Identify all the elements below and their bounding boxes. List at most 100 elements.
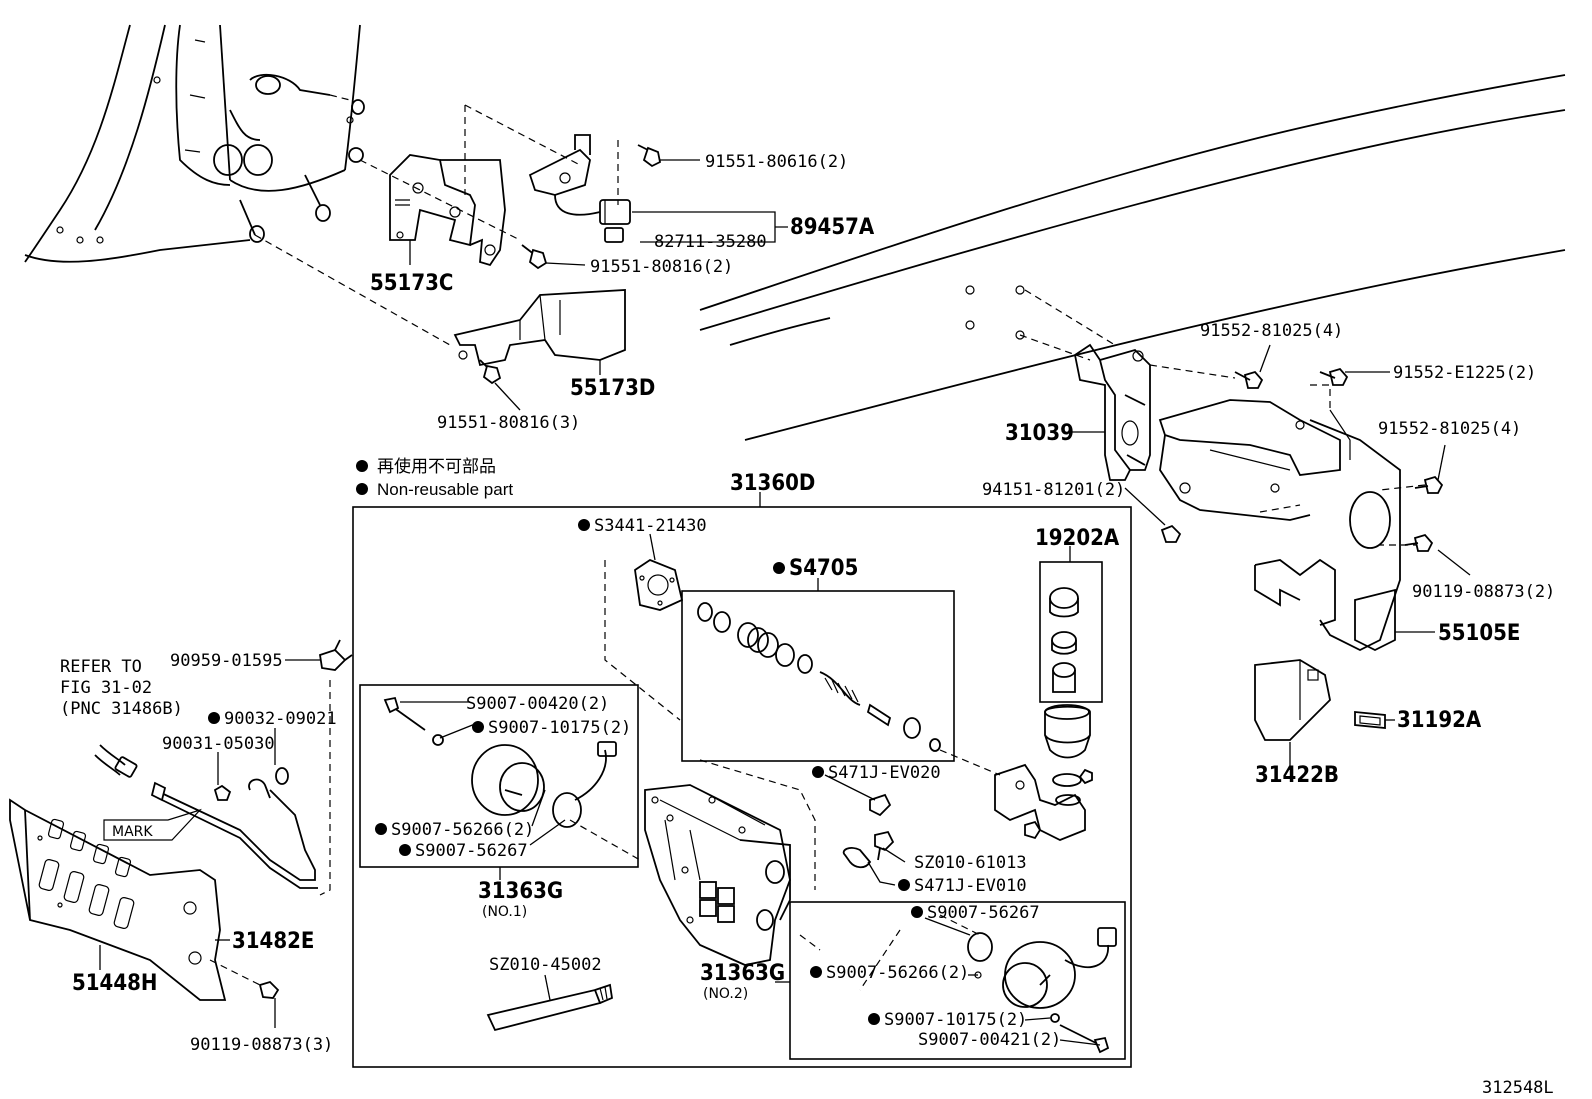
sensor-89457A-drawing [528,134,631,243]
left-leaders [217,728,276,785]
legend-en-text: Non-reusable part [377,480,513,499]
mark-callout: MARK [103,808,202,841]
bracket-31039-drawing [1073,343,1151,481]
bullet-S4705 [773,562,785,574]
label-S9007-56266-b: S9007-56266(2) [826,963,969,983]
legend: 再使用不可部品 Non-reusable part [356,456,513,499]
label-55173C: 55173C [370,271,453,296]
kit-31360D-box [352,492,1132,1068]
label-SZ010-61013: SZ010-61013 [914,853,1027,873]
transmission-housing-drawing [24,24,365,263]
label-19202A: 19202A [1035,526,1120,551]
top-leaders [409,159,788,411]
label-90119-08873-2: 90119-08873(2) [1412,582,1555,602]
legend-jp-text: 再使用不可部品 [377,456,496,476]
label-82711-35280: 82711-35280 [654,232,767,252]
bracket-55173C-drawing [389,154,506,267]
solenoid-31363G-no2-drawing [859,914,1117,1054]
label-S9007-56267-b: S9007-56267 [927,903,1040,923]
label-89457A: 89457A [790,215,875,240]
bullet-90032-09021 [208,712,220,724]
bracket-55105E-drawing [1158,384,1426,652]
hose-fitting-drawing [94,744,138,778]
mark-label: MARK [112,824,153,840]
label-90119-08873-3: 90119-08873(3) [190,1035,333,1055]
label-91551-80816-2: 91551-80816(2) [590,257,733,277]
legend-bullet-en [356,483,368,495]
pipe-31482E-drawing [150,680,331,896]
label-S4705: S4705 [789,556,858,581]
label-31422B: 31422B [1255,763,1339,788]
valve-body-drawing [644,784,791,966]
label-91551-80616: 91551-80616(2) [705,152,848,172]
label-91552-81025-a: 91552-81025(4) [1200,321,1343,341]
label-S3441-21430: S3441-21430 [594,516,707,536]
label-90032-09021: 90032-09021 [224,709,337,729]
bolt-91551-80816-2-drawing [521,244,548,270]
label-91551-80816-3: 91551-80816(3) [437,413,580,433]
label-31363G-no2-sub: (NO.2) [703,986,748,1002]
gasket-S3441-21430-drawing [634,533,684,611]
refer-line1: REFER TO [60,657,142,677]
sealant-tube-SZ010-45002-drawing [486,974,613,1032]
clip-S471J-EV020-drawing [824,774,892,817]
label-S9007-10175-b: S9007-10175(2) [884,1010,1027,1030]
label-S9007-56266-a: S9007-56266(2) [391,820,534,840]
label-S9007-00421: S9007-00421(2) [918,1030,1061,1050]
solenoid-31363G-no2-box [775,901,1126,1060]
bolt-91551-80816-3-drawing [479,359,502,385]
label-S471J-EV010: S471J-EV010 [914,876,1027,896]
bullet-S9007-56266-a [375,823,387,835]
top-guide-lines [254,94,619,346]
label-31363G-no2: 31363G [700,961,785,986]
fasteners-right-drawing [1160,367,1444,552]
label-31363G-no1: 31363G [478,879,563,904]
label-S9007-56267-a: S9007-56267 [415,841,528,861]
frame-rails-drawing [699,74,1566,441]
bullet-S9007-56267-b [911,906,923,918]
figure-id: 312548L [1482,1078,1554,1098]
kit-S4705-box [681,578,955,762]
label-90959-01595: 90959-01595 [170,651,283,671]
bolt-SZ010-61013-drawing [874,830,906,863]
label-91552-81025-b: 91552-81025(4) [1378,419,1521,439]
refer-line3: (PNC 31486B) [60,699,183,719]
labels: 91551-80616(2) 89457A 82711-35280 91551-… [60,152,1555,1098]
label-S9007-00420: S9007-00420(2) [466,694,609,714]
seals-19202A-drawing [1049,587,1079,693]
label-31192A: 31192A [1397,708,1482,733]
solenoid-31363G-no1-drawing [383,696,617,846]
bullet-S9007-10175-a [472,721,484,733]
label-94151-81201: 94151-81201(2) [982,480,1125,500]
right-leaders [1068,344,1471,770]
cover-31422B-drawing [1254,659,1331,741]
bullet-S471J-EV010 [898,879,910,891]
seal-31192A-drawing [1354,711,1386,729]
refer-line2: FIG 31-02 [60,678,152,698]
spool-parts-S4705-drawing [697,602,941,752]
bullet-S9007-10175-b [868,1013,880,1025]
legend-bullet-jp [356,460,368,472]
label-31363G-no1-sub: (NO.1) [482,904,527,920]
bullet-S471J-EV020 [812,766,824,778]
label-51448H: 51448H [72,971,157,996]
label-55173D: 55173D [570,376,655,401]
bullet-S9007-56267-a [399,844,411,856]
kit-19202A-box [1039,546,1103,703]
label-55105E: 55105E [1438,621,1520,646]
label-S471J-EV020: S471J-EV020 [828,763,941,783]
label-31482E: 31482E [232,929,314,954]
label-31360D: 31360D [730,471,815,496]
bracket-55173D-drawing [453,289,626,367]
label-90031-05030: 90031-05030 [162,734,275,754]
bullet-S9007-56266-b [810,966,822,978]
label-31039: 31039 [1005,421,1074,446]
bolt-91551-80616-drawing [637,144,662,168]
plate-51448H-drawing [9,798,280,1028]
label-SZ010-45002: SZ010-45002 [489,955,602,975]
kit-guide-lines [569,560,1001,951]
label-S9007-10175-a: S9007-10175(2) [488,718,631,738]
master-cylinder-drawing [994,704,1093,841]
clip-S471J-EV010-drawing [842,847,896,886]
